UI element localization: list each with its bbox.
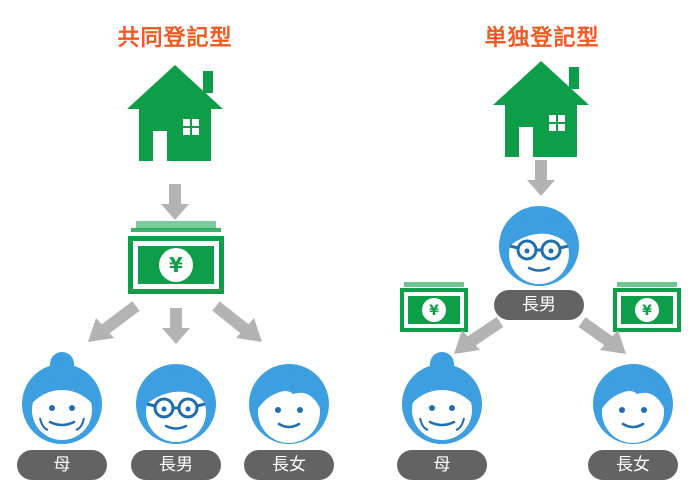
single-arrow-to-mother: [454, 317, 504, 354]
single-son-face-icon: [497, 204, 581, 288]
joint-tag-son: 長男: [131, 450, 221, 480]
single-arrow-to-daughter: [578, 317, 626, 354]
joint-title: 共同登記型: [117, 26, 233, 51]
single-banknote-yen-icon-left: [400, 282, 468, 332]
single-arrow-house-to-son: [527, 160, 555, 196]
joint-daughter-face-icon: [247, 362, 331, 446]
single-tag-son: 長男: [494, 290, 584, 320]
single-title: 単独登記型: [484, 26, 600, 51]
single-daughter-face-icon: [591, 362, 675, 446]
joint-mother-face-icon: [20, 350, 104, 446]
joint-arrow-house-to-money: [161, 184, 189, 220]
joint-arrow-to-daughter: [212, 301, 262, 342]
joint-house-icon: [127, 65, 223, 161]
joint-tag-mother: 母: [17, 450, 107, 480]
single-tag-daughter: 長女: [588, 450, 678, 480]
joint-tag-daughter: 長女: [244, 450, 334, 480]
joint-arrow-to-mother: [88, 301, 140, 342]
single-mother-face-icon: [400, 350, 484, 446]
joint-banknote-yen-icon: [128, 221, 224, 294]
single-banknote-yen-icon-right: [613, 282, 681, 332]
joint-son-face-icon: [134, 362, 218, 446]
single-house-icon: [493, 61, 589, 157]
joint-arrow-to-son: [162, 308, 190, 344]
single-tag-mother: 母: [397, 450, 487, 480]
